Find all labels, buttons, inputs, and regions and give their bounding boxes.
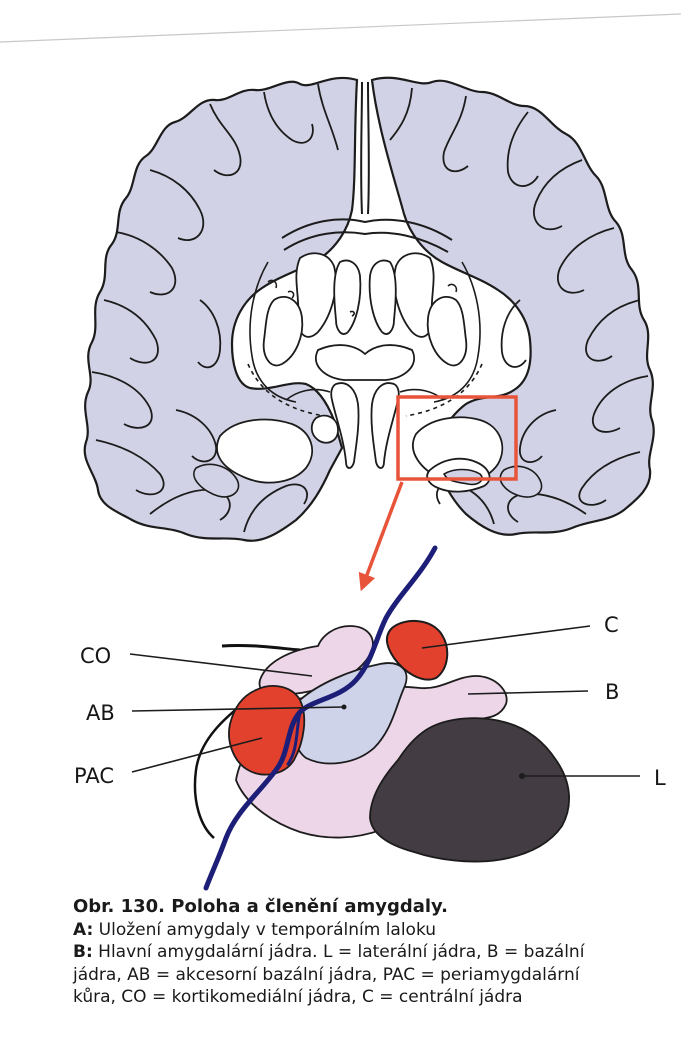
central-nuclei <box>386 620 449 681</box>
zoom-arrow <box>358 481 404 592</box>
label-b: B <box>605 680 619 704</box>
caption-b-text-1: Hlavní amygdalární jádra. L = laterální … <box>92 942 585 962</box>
marker-ab <box>341 704 347 710</box>
leader-pac <box>131 737 263 773</box>
label-co: CO <box>80 644 111 668</box>
caption-a-text: Uložení amygdaly v temporálním laloku <box>93 919 437 940</box>
caption-line-b: B: Hlavní amygdalární jádra. L = laterál… <box>73 941 673 964</box>
caption-line-b2: jádra, AB = akcesorní bazální jádra, PAC… <box>73 964 580 985</box>
caption-line-a: A: Uložení amygdaly v temporálním laloku <box>73 919 673 942</box>
highlight-box <box>396 395 518 481</box>
lateral-nuclei <box>369 717 570 863</box>
caption-title: Obr. 130. Poloha a členění amygdaly. <box>73 896 448 917</box>
scan-line <box>0 13 681 43</box>
figure-caption: Obr. 130. Poloha a členění amygdaly. A: … <box>73 896 673 1009</box>
leader-ab <box>131 706 345 712</box>
right-cortex <box>370 76 655 536</box>
marker-l <box>519 773 525 779</box>
leader-co <box>129 653 313 677</box>
label-pac: PAC <box>74 764 114 788</box>
label-ab: AB <box>86 701 115 725</box>
label-c: C <box>604 613 619 637</box>
leader-b <box>467 690 589 695</box>
caption-b-lead: B: <box>73 942 93 962</box>
label-l: L <box>654 766 666 790</box>
caption-a-lead: A: <box>73 919 94 940</box>
medial-outline <box>193 699 249 839</box>
panel-a-coronal-section <box>83 76 655 542</box>
temporal-outline <box>221 643 301 652</box>
panel-b-amygdala-nuclei: CO AB PAC C B L <box>74 545 666 891</box>
boundary-line-inner <box>286 710 302 766</box>
leader-c <box>421 625 591 649</box>
caption-line-b3: kůra, CO = kortikomediální jádra, C = ce… <box>73 987 523 1007</box>
